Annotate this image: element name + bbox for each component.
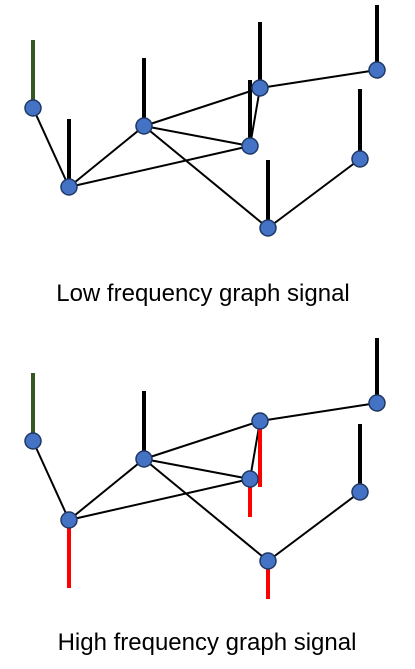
high-frequency-panel: High frequency graph signal [24,338,386,656]
graph-node-g [259,552,277,570]
edge-a-b [32,107,70,188]
graph-node-h [351,150,369,168]
edge-d-f [259,69,378,89]
nodes-layer [24,61,386,237]
edge-c-g [143,125,269,229]
signals-layer [31,5,379,220]
graph-node-a [24,432,42,450]
edge-b-c [68,125,145,188]
low-frequency-panel: Low frequency graph signal [24,5,386,307]
graph-node-g [259,219,277,237]
graph-node-e [241,470,259,488]
nodes-layer [24,394,386,570]
graph-node-a [24,99,42,117]
edge-g-h [267,158,361,229]
edge-c-d [143,420,261,460]
edge-c-d [143,87,261,127]
edge-d-f [259,402,378,422]
edges-layer [32,402,378,562]
signals-layer [31,338,379,599]
graph-node-e [241,137,259,155]
graph-node-d [251,79,269,97]
edge-g-h [267,491,361,562]
graph-node-f [368,394,386,412]
edge-c-g [143,458,269,562]
graph-node-h [351,483,369,501]
edges-layer [32,69,378,229]
graph-node-b [60,178,78,196]
low-frequency-caption: Low frequency graph signal [56,280,350,307]
graph-node-d [251,412,269,430]
high-frequency-caption: High frequency graph signal [58,629,357,656]
edge-c-e [143,458,251,480]
edge-b-e [68,478,251,521]
edge-b-c [68,458,145,521]
edge-c-e [143,125,251,147]
graph-node-b [60,511,78,529]
edge-b-e [68,145,251,188]
graph-node-f [368,61,386,79]
graph-node-c [135,117,153,135]
graph-node-c [135,450,153,468]
edge-a-b [32,440,70,521]
